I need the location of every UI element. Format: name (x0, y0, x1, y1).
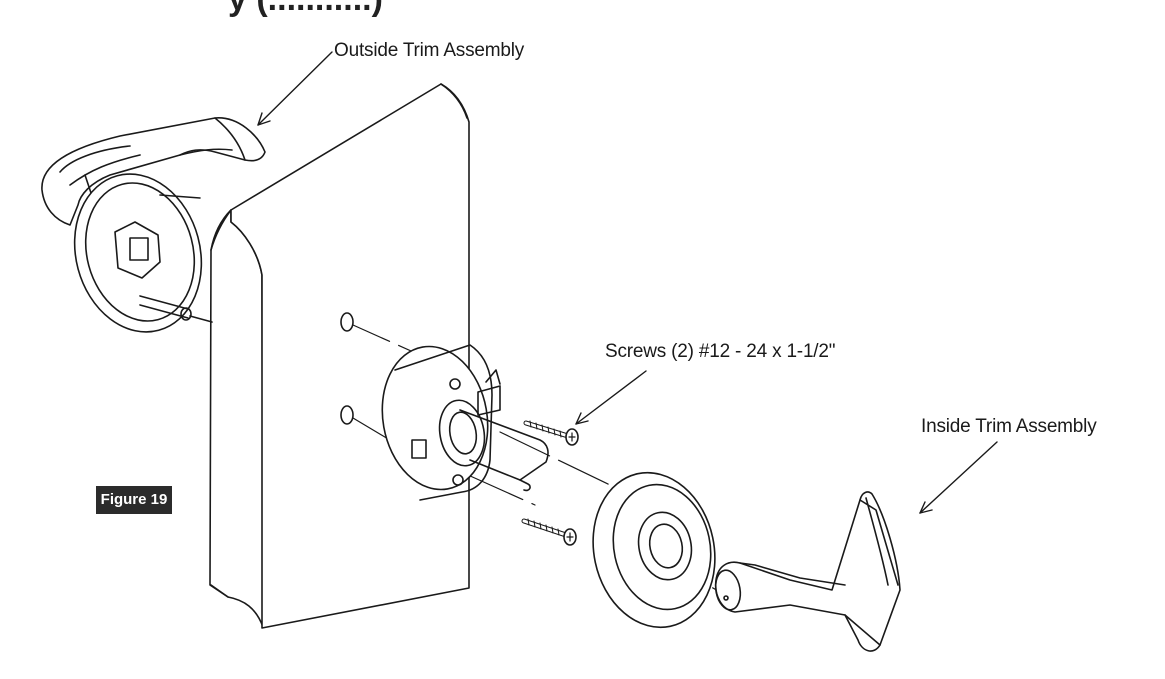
heading-fragment: y (...........) (228, 0, 383, 19)
leader-arrows (257, 51, 998, 514)
inside-rose-icon (592, 471, 716, 629)
chassis-icon (381, 344, 549, 501)
outside-lever-icon (41, 117, 266, 226)
screws-callout: Screws (2) #12 - 24 x 1-1/2" (605, 341, 836, 362)
inside-lever-icon (714, 491, 901, 652)
outside-trim-callout: Outside Trim Assembly (334, 40, 525, 61)
figure-label: Figure 19 (96, 486, 172, 514)
outside-rose-icon (73, 173, 213, 333)
inside-trim-callout: Inside Trim Assembly (921, 416, 1097, 437)
screw-icon (521, 518, 577, 546)
door-panel-icon (209, 83, 470, 629)
screw-icon (523, 420, 579, 446)
